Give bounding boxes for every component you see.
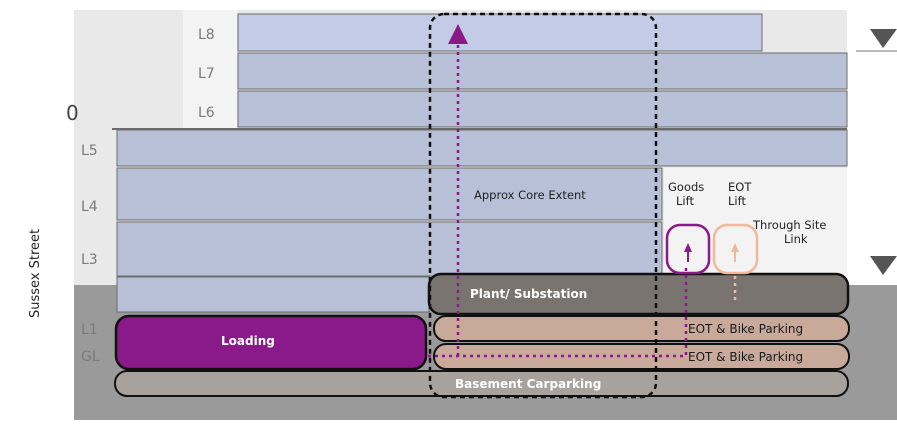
floor-slab-l3 <box>116 221 663 277</box>
basement-carparking-label: Basement Carparking <box>455 377 601 391</box>
level-marker-lower <box>870 256 897 275</box>
core-extent-label: Approx Core Extent <box>474 188 586 202</box>
through-site-link-label-1: Through Site <box>752 218 826 232</box>
eot-lift-label-1: EOT <box>728 180 752 194</box>
goods-route-path <box>428 266 688 358</box>
floor-slab-l8 <box>237 13 763 52</box>
eot-lift-label-2: Lift <box>728 194 746 208</box>
goods-lift-arrow-icon <box>684 243 692 252</box>
level-label-l1: L1 <box>81 322 98 338</box>
eot-lift-arrow-icon <box>731 243 739 252</box>
level-label-l5: L5 <box>81 143 98 159</box>
core-extent-outline <box>428 12 658 399</box>
plant-substation-block <box>427 272 850 316</box>
floor-slab-l7 <box>237 52 848 90</box>
goods-lift-label-2: Lift <box>676 194 694 208</box>
goods-lift-label-1: Goods <box>668 180 704 194</box>
floor-slab-l5 <box>116 129 848 167</box>
level-label-l7: L7 <box>198 66 215 82</box>
floor-slab-l2 <box>116 276 430 313</box>
loading-label: Loading <box>221 334 275 348</box>
eot-bike-parking-label-2: EOT & Bike Parking <box>688 350 803 364</box>
eot-bike-parking-label-1: EOT & Bike Parking <box>688 322 803 336</box>
level-label-l8: L8 <box>198 27 215 43</box>
podium-roof-line <box>112 128 847 130</box>
edge-fragment-text: 0 <box>66 101 79 125</box>
level-label-gl: GL <box>81 349 100 365</box>
eot-bike-parking-row-2 <box>433 343 850 370</box>
level-marker-upper <box>870 29 897 48</box>
level-label-l4: L4 <box>81 199 98 215</box>
plant-substation-label: Plant/ Substation <box>470 287 587 301</box>
floor-slab-l6 <box>237 90 848 128</box>
floor-slab-l4 <box>116 167 663 221</box>
level-label-l3: L3 <box>81 252 98 268</box>
upper-level-gutter <box>183 10 237 128</box>
through-site-link-label-2: Link <box>784 232 808 246</box>
level-label-l6: L6 <box>198 105 215 121</box>
loading-block <box>114 314 428 371</box>
street-label: Sussex Street <box>28 228 43 318</box>
eot-bike-parking-row-1 <box>433 315 850 342</box>
